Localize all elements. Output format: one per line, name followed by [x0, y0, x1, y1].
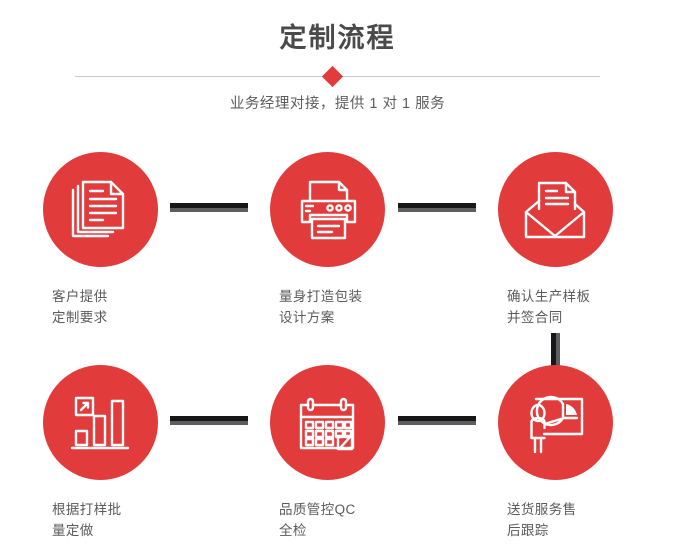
flow-step-4-circle[interactable] [42, 365, 158, 480]
flow-step-3-label: 确认生产样板 并签合同 [507, 286, 603, 328]
diamond-marker-icon [321, 65, 344, 88]
flow-step-4[interactable]: 根据打样批 量定做 [0, 365, 200, 541]
flow-step-3-circle[interactable] [497, 152, 613, 267]
printer-icon [294, 177, 360, 243]
page-title: 定制流程 [279, 23, 396, 53]
connector-step5-step6 [398, 416, 476, 425]
flow-step-5-label-line1: 品质管控QC [279, 502, 356, 517]
flow-step-6-label-line1: 送货服务售 [507, 502, 577, 517]
flow-step-4-label-line1: 根据打样批 [52, 502, 122, 517]
flow-step-4-label-line2: 量定做 [52, 523, 94, 538]
flow-step-3[interactable]: 确认生产样板 并签合同 [455, 152, 655, 328]
flow-step-2[interactable]: 量身打造包装 设计方案 [227, 152, 427, 328]
connector-step4-step5 [170, 416, 248, 425]
header-section: 定制流程 业务经理对接，提供 1 对 1 服务 [0, 0, 675, 130]
connector-step1-step2 [170, 203, 248, 212]
connector-bar-dark [170, 203, 248, 208]
bar-chart-growth-icon [69, 392, 131, 454]
connector-bar-light [556, 333, 560, 371]
connector-step2-step3 [398, 203, 476, 212]
flow-step-2-label-line2: 设计方案 [279, 310, 335, 325]
presentation-pie-chart-icon [522, 391, 588, 455]
page-subtitle: 业务经理对接，提供 1 对 1 服务 [229, 96, 446, 112]
envelope-letter-icon [522, 179, 588, 241]
connector-bar-light [398, 421, 476, 425]
connector-bar-dark [398, 416, 476, 421]
flow-step-5-label-line2: 全检 [279, 523, 307, 538]
flow-step-3-label-line2: 并签合同 [507, 310, 563, 325]
flow-step-1-label: 客户提供 定制要求 [52, 286, 148, 328]
flow-step-6[interactable]: 送货服务售 后跟踪 [455, 365, 655, 541]
flow-step-1-circle[interactable] [42, 152, 158, 267]
flow-step-1-label-line1: 客户提供 [52, 289, 108, 304]
flow-step-5-label: 品质管控QC 全检 [279, 499, 375, 541]
connector-bar-light [170, 208, 248, 212]
title-divider [75, 65, 600, 88]
flow-step-6-label: 送货服务售 后跟踪 [507, 499, 603, 541]
connector-bar-light [398, 208, 476, 212]
flow-step-6-label-line2: 后跟踪 [507, 523, 549, 538]
flow-step-5-circle[interactable] [269, 365, 385, 480]
flow-step-1[interactable]: 客户提供 定制要求 [0, 152, 200, 328]
flow-step-4-label: 根据打样批 量定做 [52, 499, 148, 541]
flow-step-2-circle[interactable] [269, 152, 385, 267]
flow-step-6-circle[interactable] [497, 365, 613, 480]
flow-step-1-label-line2: 定制要求 [52, 310, 108, 325]
flow-step-2-label: 量身打造包装 设计方案 [279, 286, 375, 328]
connector-bar-light [170, 421, 248, 425]
connector-bar-dark [551, 333, 556, 371]
process-flow-diagram: 客户提供 定制要求 [0, 130, 675, 550]
flow-step-3-label-line1: 确认生产样板 [507, 289, 591, 304]
connector-bar-dark [398, 203, 476, 208]
connector-step3-step6 [551, 333, 560, 371]
flow-step-2-label-line1: 量身打造包装 [279, 289, 363, 304]
connector-bar-dark [170, 416, 248, 421]
calendar-check-icon [295, 391, 359, 455]
flow-step-5[interactable]: 品质管控QC 全检 [227, 365, 427, 541]
documents-icon [67, 177, 133, 243]
